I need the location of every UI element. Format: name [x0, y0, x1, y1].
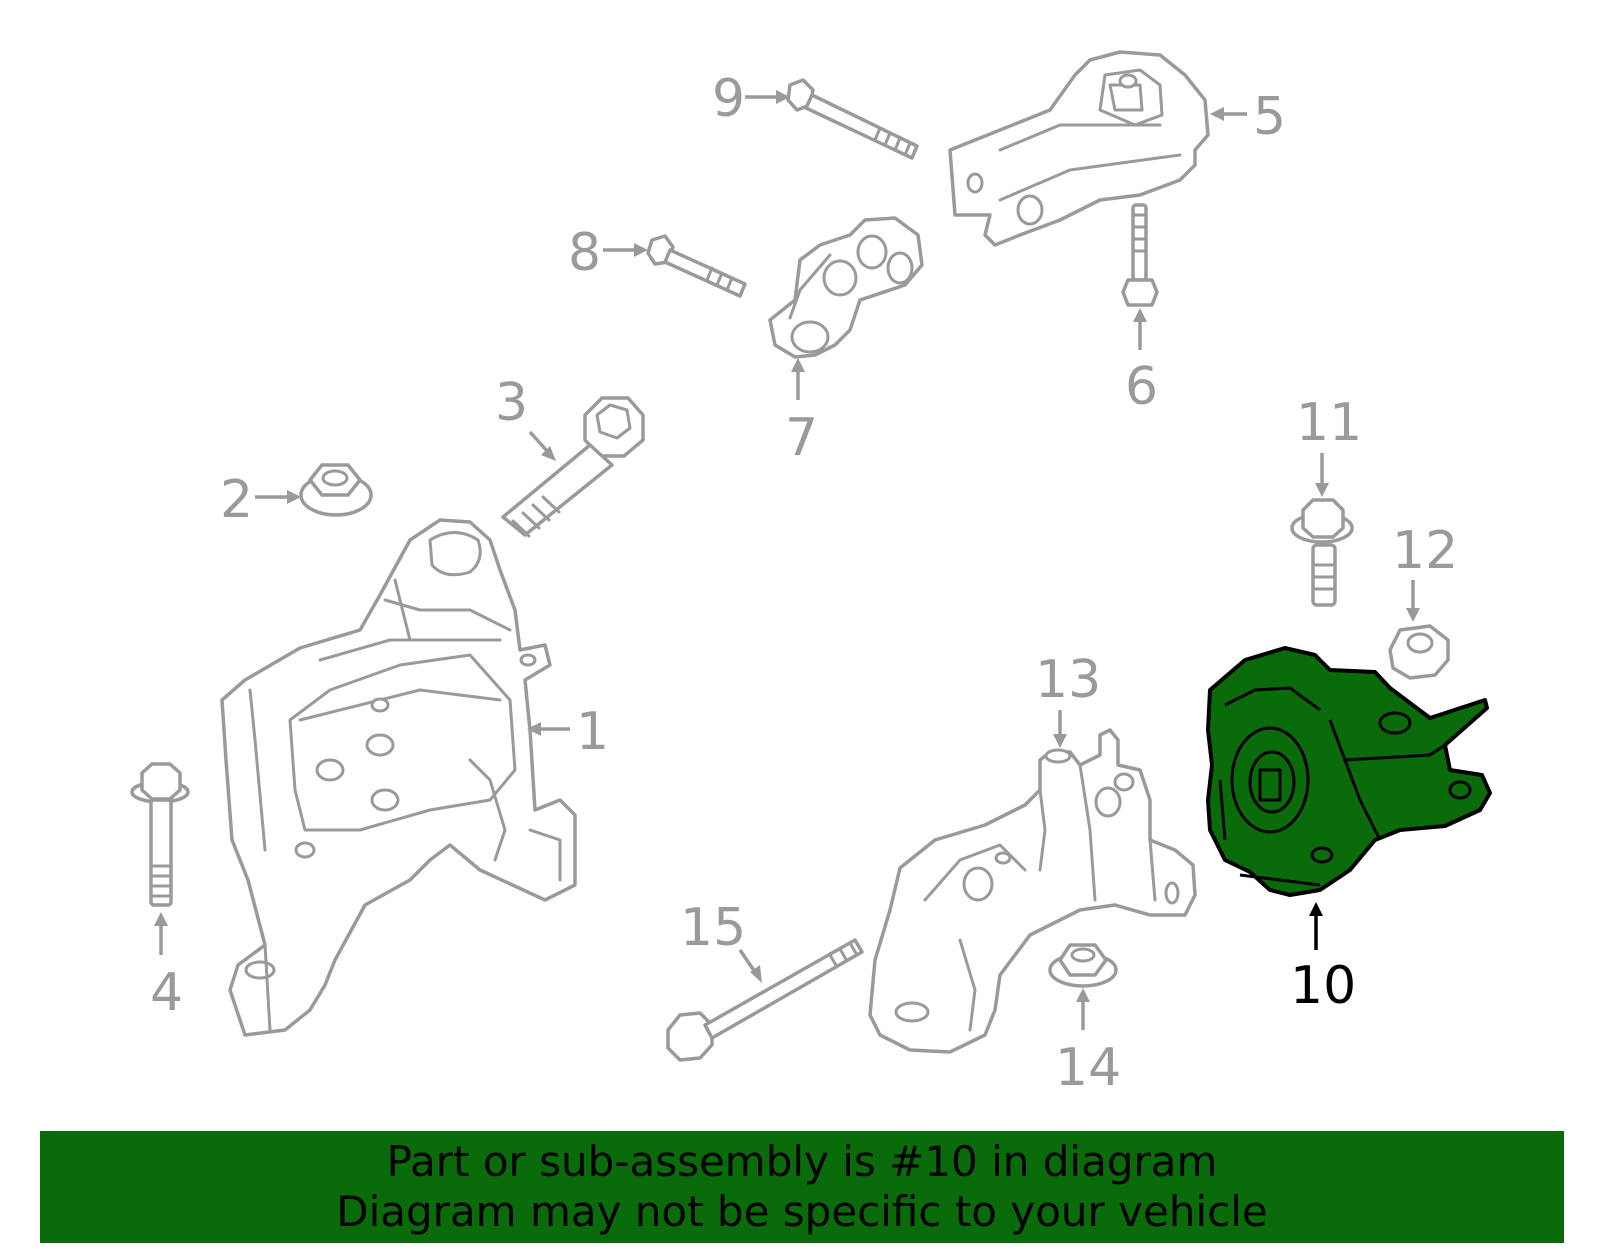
callout-13-leader — [1053, 710, 1067, 748]
callout-11-leader — [1315, 453, 1329, 497]
callout-3-leader — [528, 430, 556, 461]
part-12-nut[interactable] — [1388, 624, 1450, 680]
part-6-bolt[interactable] — [1121, 203, 1159, 307]
callout-3[interactable]: 3 — [495, 373, 528, 433]
banner-line-1: Part or sub-assembly is #10 in diagram — [386, 1137, 1218, 1186]
part-11-bolt[interactable] — [1290, 498, 1354, 607]
callout-11[interactable]: 11 — [1296, 393, 1362, 453]
part-5-upper-mount[interactable] — [948, 50, 1210, 247]
callout-8[interactable]: 8 — [568, 223, 601, 283]
callout-14-leader — [1076, 988, 1090, 1030]
callout-9[interactable]: 9 — [712, 69, 745, 129]
callout-1[interactable]: 1 — [576, 702, 609, 762]
callout-2-leader — [255, 490, 301, 504]
info-banner: Part or sub-assembly is #10 in diagram D… — [40, 1131, 1564, 1243]
part-1-mount-bracket[interactable] — [220, 518, 577, 1037]
callout-2[interactable]: 2 — [220, 470, 253, 530]
callout-7-leader — [791, 358, 805, 400]
callout-15-leader — [738, 949, 762, 983]
callout-5[interactable]: 5 — [1253, 87, 1286, 147]
part-2-nut[interactable] — [299, 463, 373, 517]
callout-10[interactable]: 10 — [1290, 956, 1356, 1016]
part-3-bolt[interactable] — [501, 396, 645, 538]
part-13-mount-bracket[interactable] — [868, 728, 1197, 1054]
callout-8-leader — [603, 243, 648, 257]
callout-9-leader — [745, 90, 790, 104]
callout-7[interactable]: 7 — [785, 408, 818, 468]
part-7-torque-rod[interactable] — [768, 216, 924, 359]
callout-12-leader — [1406, 580, 1420, 622]
callout-15[interactable]: 15 — [680, 898, 746, 958]
callout-6[interactable]: 6 — [1125, 357, 1158, 417]
callout-14[interactable]: 14 — [1055, 1038, 1121, 1098]
callout-12[interactable]: 12 — [1392, 521, 1458, 581]
part-8-bolt[interactable] — [646, 234, 747, 298]
part-14-nut[interactable] — [1048, 943, 1118, 988]
callout-4-leader — [154, 912, 168, 955]
part-4-bolt[interactable] — [130, 762, 190, 907]
part-10-transmission-mount[interactable] — [1206, 646, 1492, 897]
callout-10-leader — [1309, 902, 1323, 950]
callout-13[interactable]: 13 — [1035, 650, 1101, 710]
callout-5-leader — [1210, 107, 1247, 121]
callout-6-leader — [1133, 308, 1147, 350]
banner-line-2: Diagram may not be specific to your vehi… — [336, 1187, 1268, 1236]
callout-4[interactable]: 4 — [150, 963, 183, 1023]
part-15-bolt[interactable] — [666, 938, 864, 1062]
callout-1-leader — [527, 722, 570, 736]
part-9-bolt[interactable] — [786, 78, 919, 160]
